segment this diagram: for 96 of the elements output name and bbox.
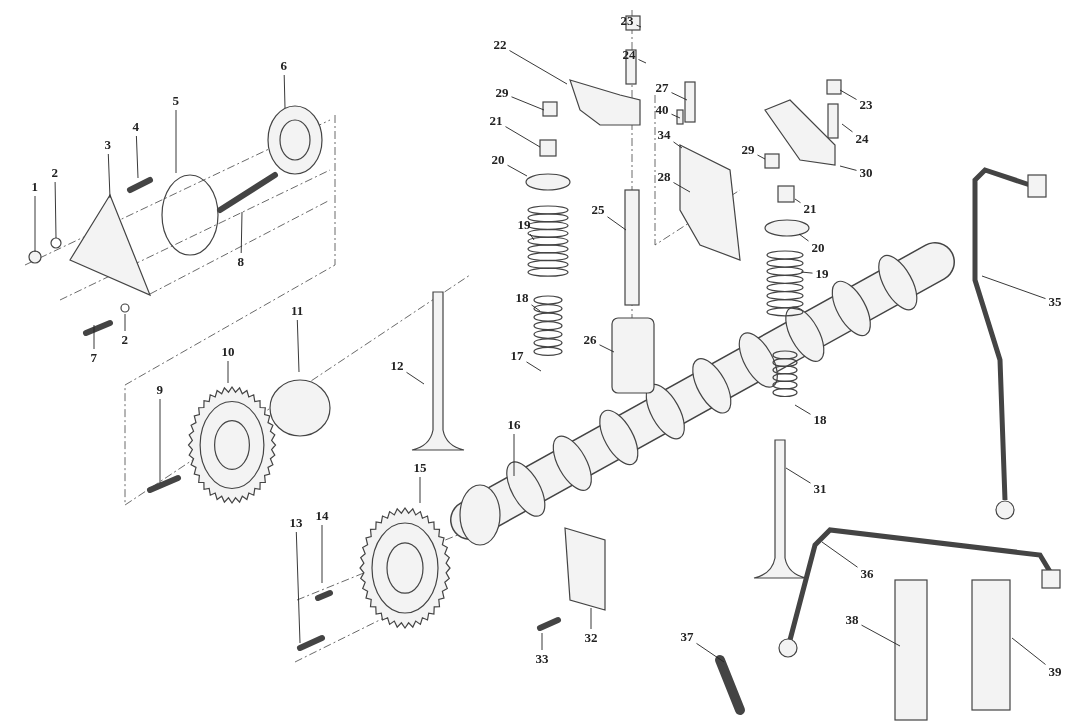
leader-line	[841, 123, 853, 133]
leader-line	[526, 361, 542, 372]
leader-line	[159, 398, 161, 484]
callout-number: 24	[854, 132, 870, 146]
callout-number: 4	[131, 120, 140, 134]
callout-number: 30	[858, 166, 874, 180]
leader-line	[513, 433, 515, 477]
callout-number: 7	[89, 351, 98, 365]
leader-line	[839, 89, 857, 100]
callout-number: 33	[534, 652, 550, 666]
leader-line	[757, 154, 766, 160]
leader-line	[794, 404, 811, 415]
callout-number: 31	[812, 482, 828, 496]
leader-line	[673, 182, 691, 193]
leader-line	[531, 304, 541, 312]
callout-number: 1	[30, 180, 39, 194]
callout-number: 3	[103, 138, 112, 152]
callout-number: 28	[656, 170, 672, 184]
callout-number: 40	[654, 103, 670, 117]
callout-number: 20	[810, 241, 826, 255]
callout-number: 22	[492, 38, 508, 52]
leader-line	[34, 195, 36, 253]
leader-line	[798, 233, 809, 242]
callout-number: 11	[290, 304, 305, 318]
leader-line	[227, 360, 229, 384]
leader-line	[296, 319, 300, 373]
callout-number: 29	[494, 86, 510, 100]
callout-number: 29	[740, 143, 756, 157]
callout-number: 16	[506, 418, 522, 432]
leader-line	[135, 135, 139, 179]
leader-line	[671, 113, 681, 119]
callout-number: 35	[1047, 295, 1063, 309]
callout-number: 21	[802, 202, 818, 216]
leader-line	[419, 476, 421, 504]
leader-line	[1011, 637, 1046, 665]
leader-line	[321, 524, 323, 584]
leader-line	[981, 275, 1046, 300]
callout-number: 19	[516, 218, 532, 232]
callout-number: 14	[314, 509, 330, 523]
leader-line	[599, 344, 615, 353]
leader-line	[839, 165, 857, 171]
callout-number: 23	[619, 14, 635, 28]
callout-number: 15	[412, 461, 428, 475]
leader-line	[124, 313, 126, 332]
callout-number: 37	[679, 630, 695, 644]
callout-number: 27	[654, 81, 670, 95]
callout-number: 21	[488, 114, 504, 128]
leader-line	[529, 233, 535, 241]
leader-line	[175, 109, 177, 174]
callout-number: 18	[514, 291, 530, 305]
leader-line	[507, 164, 528, 177]
callout-number: 24	[621, 48, 637, 62]
leader-line	[861, 624, 901, 647]
callout-number: 32	[583, 631, 599, 645]
callout-number: 25	[590, 203, 606, 217]
leader-line	[295, 531, 301, 644]
leader-line	[505, 126, 541, 148]
leader-line	[800, 271, 813, 274]
leader-line	[821, 541, 858, 568]
callout-number: 5	[171, 94, 180, 108]
callout-number: 13	[288, 516, 304, 530]
callout-number: 6	[279, 59, 288, 73]
leader-line	[240, 211, 243, 254]
leader-line	[696, 642, 725, 663]
leader-line	[638, 59, 647, 64]
leader-line	[607, 216, 627, 231]
callout-number: 2	[120, 333, 129, 347]
callout-number: 23	[858, 98, 874, 112]
leader-line	[509, 50, 568, 85]
callout-number: 20	[490, 153, 506, 167]
leader-line	[511, 96, 545, 111]
leader-line	[93, 324, 95, 350]
callout-number: 9	[155, 383, 164, 397]
callout-number: 36	[859, 567, 875, 581]
leader-line	[283, 74, 286, 109]
leader-line	[785, 467, 811, 484]
leader-line	[590, 607, 592, 630]
callout-number: 18	[812, 413, 828, 427]
callout-number: 34	[656, 128, 672, 142]
leader-line	[794, 198, 801, 204]
leader-line	[541, 632, 543, 651]
callout-number: 39	[1047, 665, 1063, 679]
callout-number: 17	[509, 349, 525, 363]
callout-number: 26	[582, 333, 598, 347]
leader-line	[107, 153, 111, 199]
leader-line	[636, 24, 642, 28]
callout-number: 19	[814, 267, 830, 281]
callout-number: 2	[50, 166, 59, 180]
leader-line	[671, 92, 688, 101]
leader-line	[54, 181, 57, 239]
leader-line	[673, 141, 683, 149]
callout-number: 38	[844, 613, 860, 627]
leader-line	[406, 371, 425, 385]
callout-number: 8	[236, 255, 245, 269]
callout-number: 10	[220, 345, 236, 359]
callout-number: 12	[389, 359, 405, 373]
